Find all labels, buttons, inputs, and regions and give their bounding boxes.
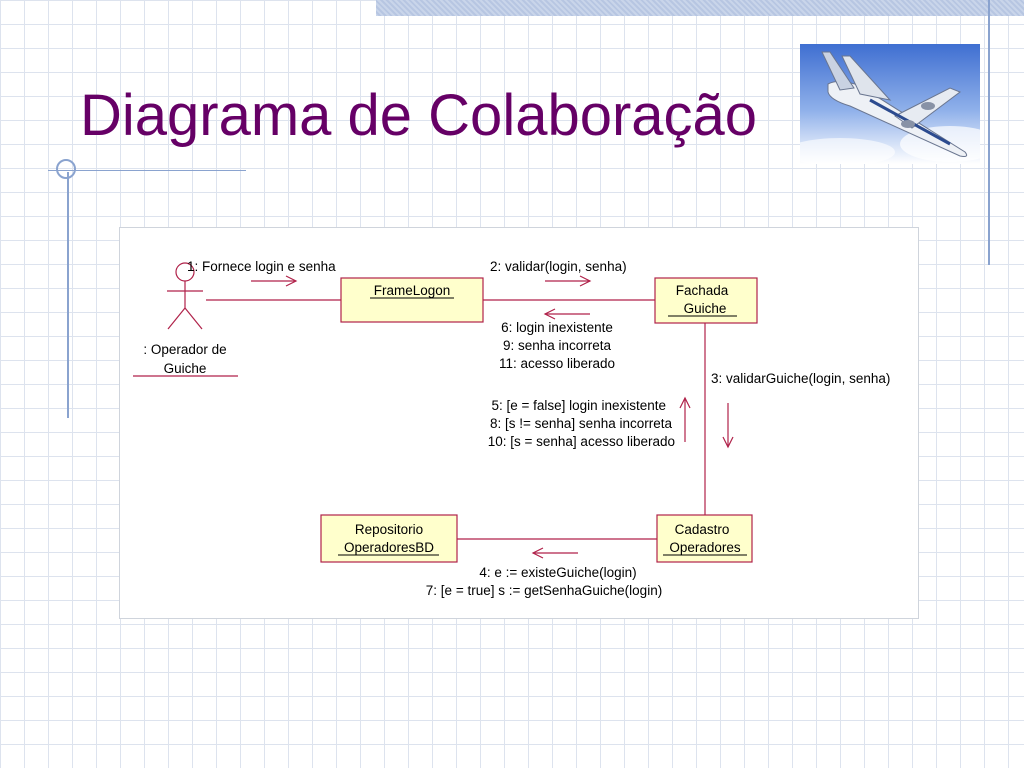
return-cadastro-label-2: 8: [s != senha] senha incorreta (490, 416, 672, 431)
right-vertical-rule (988, 0, 990, 265)
svg-text:Repositorio: Repositorio (355, 522, 423, 537)
svg-text:Fachada: Fachada (676, 283, 729, 298)
return-fachada-label-1: 6: login inexistente (501, 320, 613, 335)
arrow-m2-right (545, 275, 592, 287)
arrow-m1-right (251, 275, 298, 287)
top-decorative-band (376, 0, 1024, 16)
svg-text:Guiche: Guiche (684, 301, 727, 316)
object-fachada-guiche: Fachada Guiche (654, 277, 758, 324)
return-fachada-label-2: 9: senha incorreta (503, 338, 612, 353)
association-links (206, 299, 706, 540)
collaboration-diagram: : Operador de Guiche FrameLogon Fachada … (133, 259, 890, 598)
message-arrows (251, 275, 734, 559)
crosshair-circle-icon (56, 159, 76, 179)
svg-text:OperadoresBD: OperadoresBD (344, 540, 434, 555)
slide-title: Diagrama de Colaboração (80, 83, 758, 148)
title-underline-rule (48, 170, 246, 171)
return-fachada-label-3: 11: acesso liberado (499, 356, 615, 371)
arrow-return-up (679, 396, 691, 442)
svg-text:Operadores: Operadores (669, 540, 741, 555)
actor-label-line1: : Operador de (143, 342, 226, 357)
svg-text:FrameLogon: FrameLogon (374, 283, 451, 298)
svg-text:Cadastro: Cadastro (675, 522, 730, 537)
call-repositorio-label-1: 4: e := existeGuiche(login) (479, 565, 636, 580)
arrow-m3-down (722, 403, 734, 449)
return-cadastro-label-3: 10: [s = senha] acesso liberado (488, 434, 675, 449)
message-1-label: 1: Fornece login e senha (187, 259, 336, 274)
object-framelogon: FrameLogon (340, 277, 484, 323)
actor-label-line2: Guiche (164, 361, 207, 376)
collaboration-diagram-panel: : Operador de Guiche FrameLogon Fachada … (119, 227, 919, 619)
message-3-label: 3: validarGuiche(login, senha) (711, 371, 890, 386)
call-repositorio-label-2: 7: [e = true] s := getSenhaGuiche(login) (426, 583, 662, 598)
object-repositorio-operadoresbd: Repositorio OperadoresBD (320, 514, 458, 563)
arrow-calls-left (531, 547, 578, 559)
actor-operador-guiche (167, 262, 203, 330)
object-cadastro-operadores: Cadastro Operadores (656, 514, 753, 563)
return-cadastro-label-1: 5: [e = false] login inexistente (492, 398, 667, 413)
left-vertical-rule (67, 172, 69, 418)
message-2-label: 2: validar(login, senha) (490, 259, 627, 274)
arrow-return-left (543, 308, 590, 320)
airplane-icon (800, 44, 980, 164)
